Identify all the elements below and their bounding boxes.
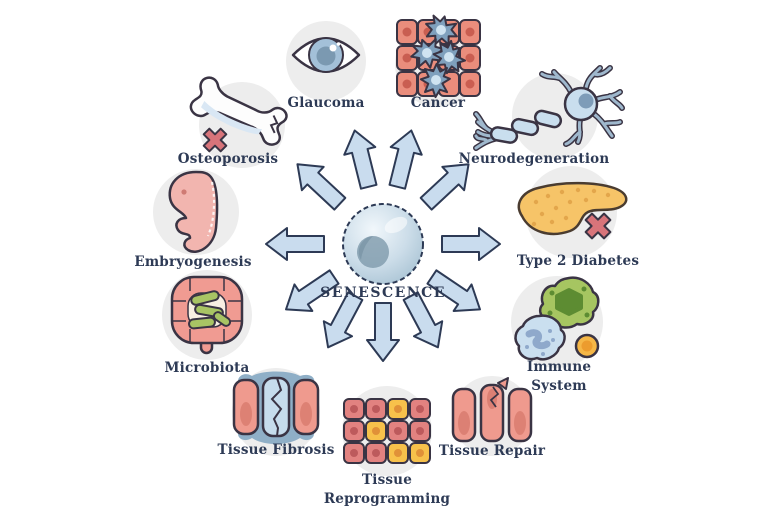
hub-label: SENESCENCE bbox=[320, 285, 446, 301]
intestine-icon bbox=[170, 275, 244, 355]
node-label: Immune System bbox=[526, 359, 592, 395]
arrow-osteoporosis-icon bbox=[296, 163, 347, 211]
pancreas-icon bbox=[517, 181, 628, 240]
neuron-icon bbox=[473, 65, 625, 151]
arrow-tissue-reprogramming-icon bbox=[366, 302, 400, 362]
arrow-neurodegeneration-icon bbox=[419, 163, 470, 211]
arrow-tissue-fibrosis-icon bbox=[322, 291, 364, 349]
node-label: Embryogenesis bbox=[134, 254, 252, 270]
immune-cells-icon bbox=[514, 276, 600, 361]
arrow-glaucoma-icon bbox=[343, 129, 378, 190]
node-label: Osteoporosis bbox=[177, 151, 279, 167]
tissue-fibrosis-icon bbox=[232, 371, 320, 444]
node-label: Neurodegeneration bbox=[458, 151, 610, 167]
node-label: Glaucoma bbox=[287, 95, 365, 111]
node-label: Tissue Repair bbox=[438, 443, 546, 459]
arrow-immune-system-icon bbox=[426, 269, 481, 312]
tissue-reprogramming-icon bbox=[343, 398, 431, 464]
senescent-cell-icon bbox=[342, 203, 424, 285]
cancer-cells-icon bbox=[396, 14, 481, 99]
arrow-tissue-repair-icon bbox=[402, 291, 444, 349]
arrow-microbiota-icon bbox=[285, 269, 340, 312]
arrow-type-2-diabetes-icon bbox=[441, 227, 501, 261]
tissue-repair-icon bbox=[451, 377, 533, 443]
node-label: Cancer bbox=[410, 95, 466, 111]
node-label: Tissue Fibrosis bbox=[217, 442, 335, 458]
arrow-cancer-icon bbox=[388, 129, 423, 190]
red-cross-icon bbox=[202, 127, 228, 153]
arrow-embryogenesis-icon bbox=[265, 227, 325, 261]
embryo-icon bbox=[168, 170, 219, 253]
eye-icon bbox=[291, 37, 361, 73]
node-label: Microbiota bbox=[164, 360, 250, 376]
bone-icon bbox=[189, 76, 288, 153]
node-label: Tissue Reprogramming bbox=[323, 472, 451, 508]
node-label: Type 2 Diabetes bbox=[516, 253, 640, 269]
red-cross-icon bbox=[584, 212, 612, 240]
